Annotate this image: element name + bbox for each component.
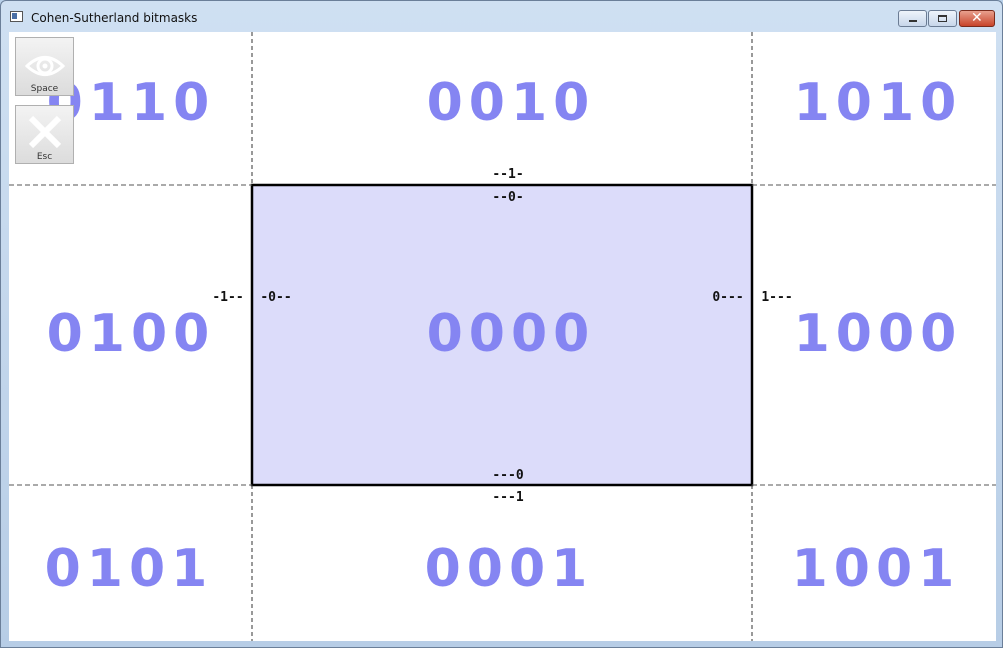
x-icon xyxy=(28,115,62,149)
region-code-center: 0000 xyxy=(427,304,596,364)
minimize-icon xyxy=(909,20,917,22)
region-code-bottom-center: 0001 xyxy=(425,539,594,599)
edge-bits-right-inside: 0--- xyxy=(712,290,743,305)
window-title: Cohen-Sutherland bitmasks xyxy=(31,11,198,25)
esc-button[interactable]: Esc xyxy=(15,105,74,164)
edge-bits-left-inside: -0-- xyxy=(260,290,291,305)
maximize-button[interactable] xyxy=(928,10,957,27)
edge-bits-bottom-inside: ---0 xyxy=(492,468,523,483)
space-button-label: Space xyxy=(30,84,59,94)
eye-icon xyxy=(25,56,65,76)
space-button[interactable]: Space xyxy=(15,37,74,96)
clip-rectangle xyxy=(250,183,754,487)
canvas-area[interactable]: 0110 0010 1010 0100 0000 1000 0101 0001 … xyxy=(9,32,996,641)
close-button[interactable]: ✕ xyxy=(959,10,995,27)
region-code-mid-right: 1000 xyxy=(794,304,963,364)
region-code-top-right: 1010 xyxy=(794,73,963,133)
maximize-icon xyxy=(938,15,947,22)
esc-button-label: Esc xyxy=(36,152,53,162)
edge-bits-right-outside: 1--- xyxy=(761,290,792,305)
region-code-mid-left: 0100 xyxy=(47,304,216,364)
app-icon xyxy=(10,11,23,22)
title-bar[interactable]: Cohen-Sutherland bitmasks ✕ xyxy=(1,1,1002,31)
region-code-top-center: 0010 xyxy=(427,73,596,133)
edge-bits-left-outside: -1-- xyxy=(212,290,243,305)
minimize-button[interactable] xyxy=(898,10,927,27)
bitmask-diagram: 0110 0010 1010 0100 0000 1000 0101 0001 … xyxy=(9,32,996,641)
close-icon: ✕ xyxy=(971,10,983,26)
edge-bits-top-outside: --1- xyxy=(492,167,523,182)
region-code-bottom-left: 0101 xyxy=(45,539,214,599)
edge-bits-bottom-outside: ---1 xyxy=(492,490,523,505)
region-code-bottom-right: 1001 xyxy=(792,539,961,599)
edge-bits-top-inside: --0- xyxy=(492,190,523,205)
